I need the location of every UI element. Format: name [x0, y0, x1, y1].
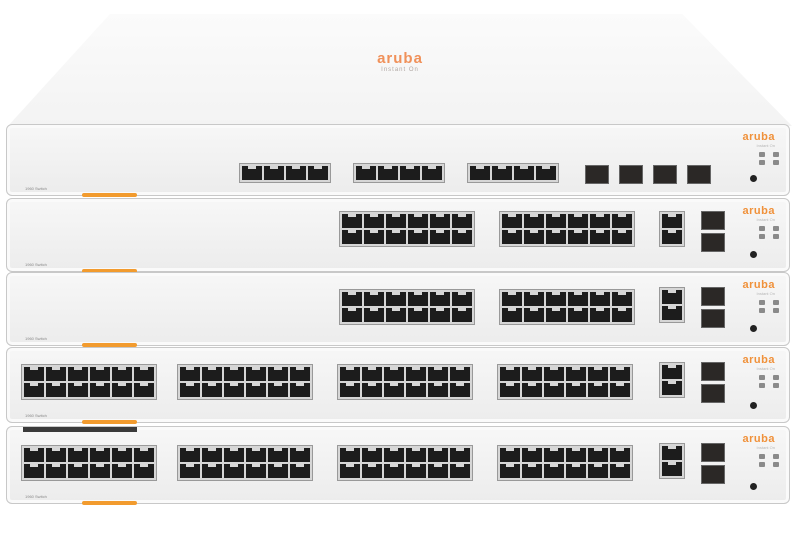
sfp-ports [701, 287, 725, 328]
rj45-port [378, 166, 398, 180]
rj45-port-group [337, 364, 473, 400]
rj45-port [308, 166, 328, 180]
sfp-port [701, 443, 725, 462]
rj45-port-group [21, 445, 157, 481]
rj45-port [536, 166, 556, 180]
rj45-port-group [467, 163, 559, 183]
sfp-port [701, 211, 725, 230]
model-label: 1960 Switch [25, 336, 47, 341]
model-label: 1960 Switch [25, 262, 47, 267]
rj45-port [400, 166, 420, 180]
model-label: 1960 Switch [25, 186, 47, 191]
switch-2: aruba Instant On 1960 Switch [6, 198, 790, 273]
sfp-port [701, 384, 725, 403]
sfp-port [701, 309, 725, 328]
sfp-port [687, 165, 711, 184]
aruba-logo: aruba [742, 433, 775, 445]
status-leds [759, 226, 779, 239]
instant-on-label: Instant On [756, 217, 775, 222]
sfp-ports [701, 362, 725, 403]
sfp-ports [701, 211, 725, 252]
switch-5: aruba Instant On 1960 Switch [6, 426, 790, 505]
uplink-rj45-ports [659, 211, 685, 247]
instant-on-label: Instant On [756, 291, 775, 296]
rj45-port-group [339, 211, 475, 247]
rj45-port [422, 166, 442, 180]
rj45-port-group [337, 445, 473, 481]
orange-pull-tab [82, 343, 137, 347]
rj45-port [514, 166, 534, 180]
aruba-logo: aruba [742, 205, 775, 217]
rj45-port-group [177, 364, 313, 400]
reset-button[interactable] [750, 325, 757, 332]
switch-4: aruba Instant On 1960 Switch [6, 347, 790, 424]
uplink-rj45-ports [659, 443, 685, 479]
top-switch-lid [8, 14, 792, 126]
orange-pull-tab [82, 269, 137, 273]
instant-on-label: Instant On [756, 366, 775, 371]
sfp-port [701, 465, 725, 484]
reset-button[interactable] [750, 402, 757, 409]
status-leds [759, 454, 779, 467]
rj45-port [356, 166, 376, 180]
rj45-port [492, 166, 512, 180]
instant-on-label: Instant On [756, 143, 775, 148]
aruba-logo: aruba [742, 279, 775, 291]
switch-3: aruba Instant On 1960 Switch [6, 272, 790, 347]
rj45-port-group [239, 163, 331, 183]
reset-button[interactable] [750, 175, 757, 182]
sfp-port [585, 165, 609, 184]
rj45-port-group [497, 445, 633, 481]
orange-pull-tab [82, 420, 137, 424]
sfp-port [701, 287, 725, 306]
sfp-port [701, 362, 725, 381]
uplink-rj45-ports [659, 287, 685, 323]
rj45-port-group [499, 211, 635, 247]
switch-1: aruba Instant On 1960 Switch [6, 124, 790, 197]
rj45-port [286, 166, 306, 180]
status-leds [759, 300, 779, 313]
instant-on-label: Instant On [756, 445, 775, 450]
lid-aruba-logo: aruba [377, 50, 423, 67]
lid-instant-on-label: Instant On [381, 67, 419, 73]
sfp-port [701, 233, 725, 252]
uplink-rj45-ports [659, 362, 685, 398]
model-label: 1960 Switch [25, 413, 47, 418]
rj45-port [242, 166, 262, 180]
status-leds [759, 152, 779, 165]
orange-pull-tab [82, 501, 137, 505]
aruba-logo: aruba [742, 354, 775, 366]
rj45-port [264, 166, 284, 180]
top-trim-bar [23, 427, 137, 432]
aruba-logo: aruba [742, 131, 775, 143]
rj45-port-group [177, 445, 313, 481]
rj45-port-group [499, 289, 635, 325]
rj45-port-group [497, 364, 633, 400]
orange-pull-tab [82, 193, 137, 197]
rj45-port-group [339, 289, 475, 325]
status-leds [759, 375, 779, 388]
sfp-port [653, 165, 677, 184]
sfp-port [619, 165, 643, 184]
sfp-ports [585, 165, 711, 184]
rj45-port-group [21, 364, 157, 400]
rj45-port-group [353, 163, 445, 183]
rj45-port [470, 166, 490, 180]
model-label: 1960 Switch [25, 494, 47, 499]
reset-button[interactable] [750, 251, 757, 258]
sfp-ports [701, 443, 725, 484]
reset-button[interactable] [750, 483, 757, 490]
